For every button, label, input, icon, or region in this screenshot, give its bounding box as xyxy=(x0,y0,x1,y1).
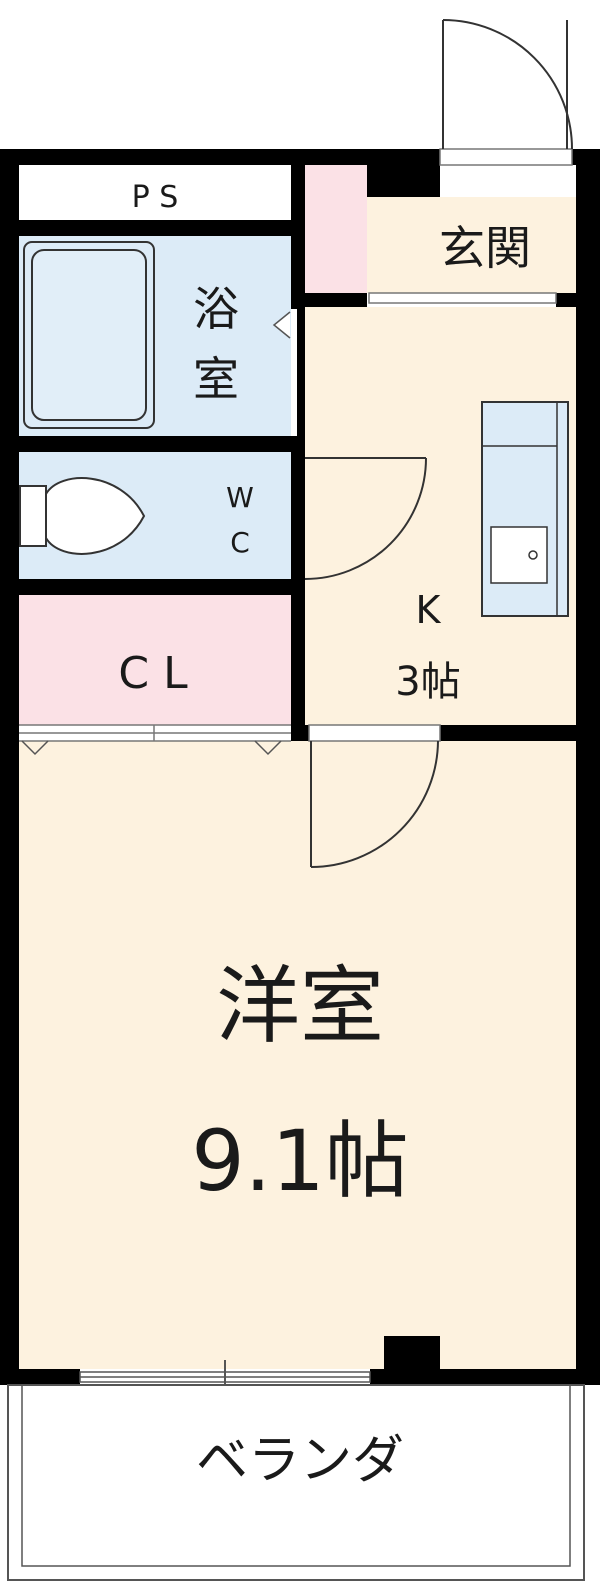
bath-label-1: 浴 xyxy=(193,282,239,336)
bathtub-icon xyxy=(23,241,155,429)
kitchen-size-label: 3帖 xyxy=(395,659,460,705)
front-door[interactable] xyxy=(439,19,573,166)
balcony-label: ベランダ xyxy=(196,1431,404,1491)
bath-door[interactable] xyxy=(272,311,291,339)
kitchen-counter-icon xyxy=(481,401,569,617)
kitchen-name-label: K xyxy=(416,588,442,632)
bath-label-2: 室 xyxy=(193,352,239,406)
closet-area xyxy=(19,595,291,725)
ps-label: P S xyxy=(132,180,179,215)
room-door[interactable] xyxy=(310,740,439,868)
wc-label-1: W xyxy=(226,481,254,514)
entrance-area xyxy=(367,197,576,293)
wc-door[interactable] xyxy=(304,457,427,580)
entrance-label: 玄関 xyxy=(439,221,531,275)
ps-shaft xyxy=(19,165,291,220)
closet-label: C L xyxy=(118,648,188,699)
walls xyxy=(0,149,600,1385)
wc-label-2: C xyxy=(230,526,250,559)
shoe-storage xyxy=(305,165,367,293)
western-room-name-label: 洋室 xyxy=(216,957,384,1055)
closet-doors xyxy=(19,724,291,756)
kitchen-door-opening xyxy=(308,724,441,742)
entrance-step xyxy=(368,292,557,304)
toilet-icon xyxy=(19,477,146,555)
western-room-size-label: 9.1帖 xyxy=(191,1112,409,1210)
western-room-area xyxy=(19,741,576,1369)
balcony xyxy=(7,1384,585,1581)
